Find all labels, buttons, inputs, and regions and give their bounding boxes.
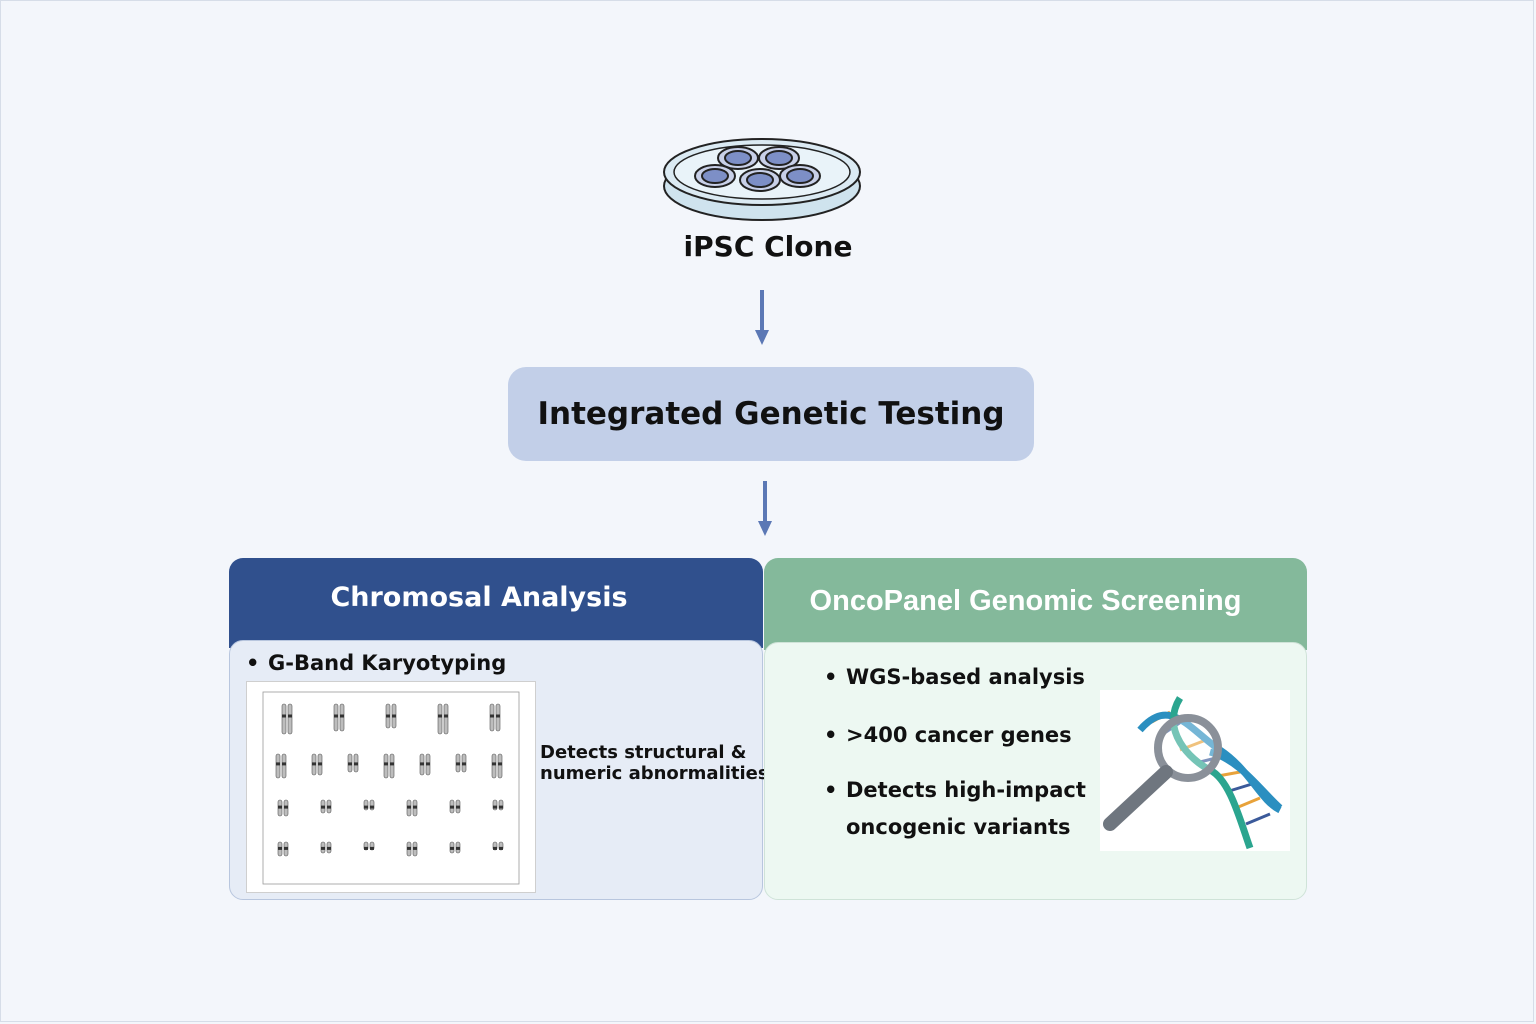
bullet-label: >400 cancer genes bbox=[846, 723, 1072, 747]
bullet-label: WGS-based analysis bbox=[846, 665, 1085, 689]
bullet-label: Detects high-impact bbox=[846, 778, 1086, 802]
bullet-high-impact: •Detects high-impact bbox=[824, 778, 1086, 802]
down-arrow-icon bbox=[758, 481, 772, 536]
bullet-cancer-genes: •>400 cancer genes bbox=[824, 723, 1072, 747]
integrated-testing-box: Integrated Genetic Testing bbox=[508, 367, 1034, 461]
panel-title: OncoPanel Genomic Screening bbox=[809, 585, 1242, 617]
petri-dish-icon bbox=[663, 138, 861, 221]
detects-abnormalities-text: Detects structural & numeric abnormaliti… bbox=[540, 742, 769, 784]
integrated-testing-title: Integrated Genetic Testing bbox=[537, 396, 1005, 432]
bullet-wgs: •WGS-based analysis bbox=[824, 665, 1085, 689]
panel-header: Chromosal Analysis bbox=[229, 558, 763, 648]
detects-line-2: numeric abnormalities bbox=[540, 763, 769, 784]
dna-magnifier-icon bbox=[1100, 690, 1290, 851]
bullet-high-impact-cont: oncogenic variants bbox=[846, 815, 1071, 839]
bullet-g-band: •G-Band Karyotyping bbox=[246, 651, 507, 675]
down-arrow-icon bbox=[755, 290, 769, 345]
bullet-label: G-Band Karyotyping bbox=[268, 651, 507, 675]
panel-title: Chromosal Analysis bbox=[330, 582, 628, 613]
panel-header: OncoPanel Genomic Screening bbox=[764, 558, 1307, 650]
ipsc-clone-label: iPSC Clone bbox=[683, 230, 853, 263]
detects-line-1: Detects structural & bbox=[540, 742, 747, 763]
karyotype-icon bbox=[246, 681, 536, 893]
